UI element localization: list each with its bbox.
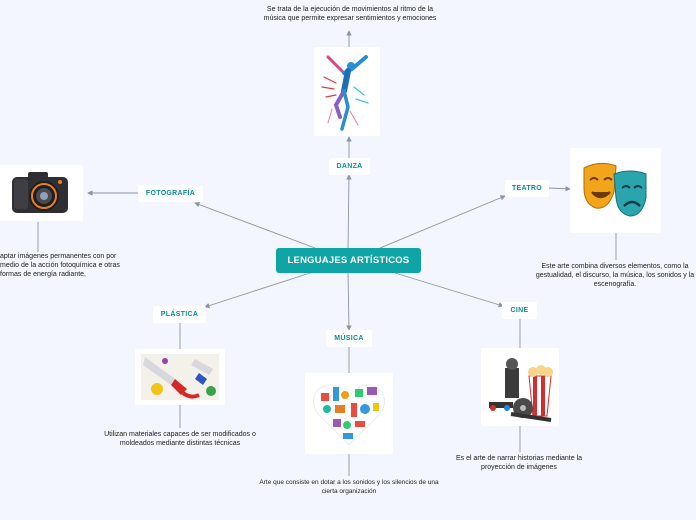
topic-teatro[interactable]: TEATRO (505, 180, 549, 197)
line-central-cine (394, 272, 504, 308)
description-fotografia: aptar imágenes permanentes con por medio… (0, 253, 120, 278)
theater-masks-icon (570, 148, 661, 233)
central-topic[interactable]: LENGUAJES ARTÍSTICOS (276, 248, 421, 273)
paint-tubes-icon (135, 349, 225, 405)
music-instruments-heart-icon (305, 373, 393, 454)
line-central-plastica (204, 272, 311, 309)
topic-cine[interactable]: CINE (502, 302, 537, 319)
topic-plastica[interactable]: PLÁSTICA (153, 306, 206, 323)
description-teatro: Este arte combina diversos elementos, co… (535, 263, 695, 288)
topic-danza[interactable]: DANZA (329, 158, 370, 175)
description-plastica: Utilizan materiales capaces de ser modif… (104, 431, 256, 447)
line-central-fotografia (194, 202, 316, 249)
dancer-illustration (314, 47, 380, 136)
topic-musica[interactable]: MÚSICA (326, 330, 372, 347)
line-central-teatro (379, 195, 506, 249)
description-musica: Arte que consiste en dotar a los sonidos… (259, 479, 439, 495)
line-central-danza (346, 174, 352, 249)
line-central-musica (346, 272, 352, 331)
description-cine: Es el arte de narrar historias mediante … (455, 455, 583, 471)
description-danza: Se trata de la ejecución de movimientos … (263, 6, 437, 22)
cinema-icon (481, 348, 559, 426)
topic-fotografia[interactable]: FOTOGRAFÍA (138, 185, 203, 202)
camera-icon (0, 165, 83, 221)
